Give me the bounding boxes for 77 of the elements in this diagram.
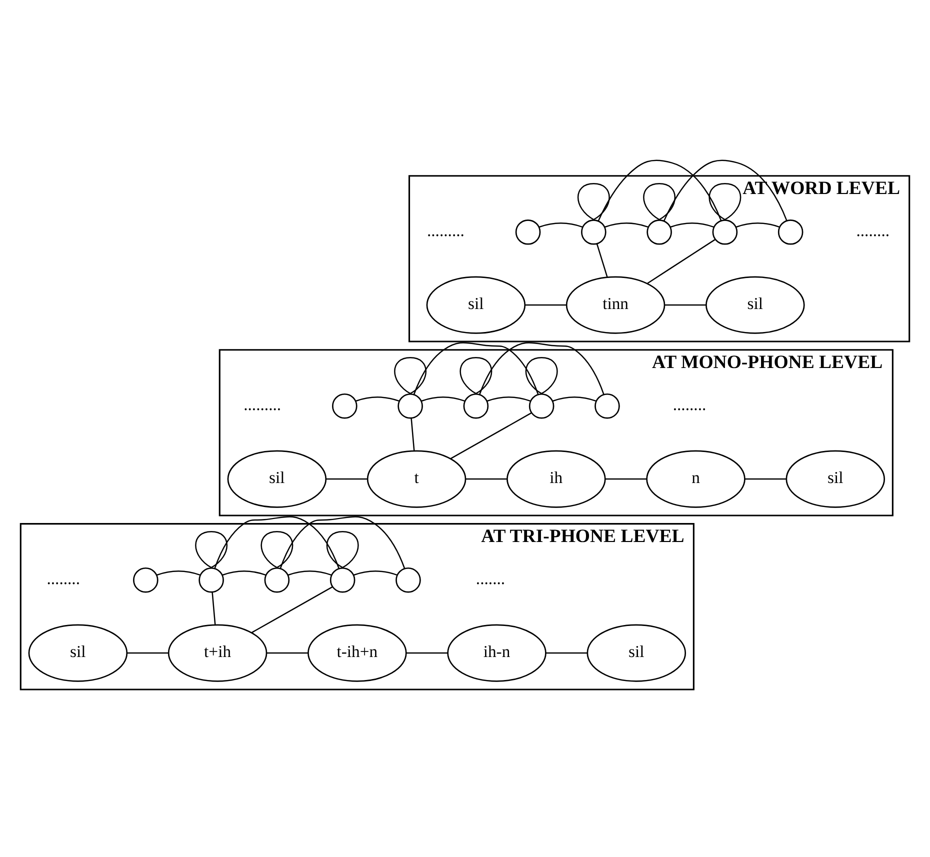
connector [525,356,558,394]
connector [604,222,648,228]
connector [736,222,780,228]
connector [354,570,398,576]
connector [260,530,294,568]
connector [647,238,716,284]
node-ellipse: sil [28,624,128,682]
node-circle [594,392,620,418]
node-ellipse: t+ih [168,624,268,682]
connector [546,652,588,654]
node-ellipse: sil [786,450,886,508]
label: ........ [46,568,80,588]
node-ellipse: sil [426,276,526,334]
node-circle [332,392,358,418]
connector [643,182,676,220]
node-circle [264,566,290,592]
label: ........ [856,220,890,240]
label: ......... [426,220,464,240]
node-ellipse: n [646,450,746,508]
node-circle [778,218,804,244]
node-circle [581,218,606,244]
connector [744,478,786,480]
node-ellipse: sil [227,450,327,508]
node-circle [198,566,224,592]
node-ellipse: sil [586,624,686,682]
connector [326,478,368,480]
connector [356,396,400,402]
connector [251,586,333,633]
connector [539,222,583,228]
node-circle [398,392,423,418]
connector [222,570,266,576]
connector [552,396,596,402]
node-circle [646,218,672,244]
connector [525,304,566,306]
connector [708,182,742,220]
connector [670,222,714,228]
node-circle [515,218,541,244]
connector [212,592,216,624]
node-circle [528,392,554,418]
label: ....... [476,568,506,588]
node-ellipse: ih [506,450,606,508]
connector [326,530,359,568]
connector [460,356,492,394]
node-circle [396,566,421,592]
connector [214,516,340,568]
connector [577,182,610,220]
connector [406,652,448,654]
connector [195,530,228,568]
connector [266,652,308,654]
connector [478,342,604,394]
node-circle [712,218,738,244]
connector [127,652,168,654]
node-ellipse: sil [706,276,805,334]
connector [450,412,532,459]
node-circle [463,392,489,418]
connector [664,304,706,306]
connector [487,396,531,402]
connector [421,396,466,402]
connector [288,570,332,576]
node-ellipse: tinn [566,276,666,334]
connector [664,159,788,220]
label: ........ [672,394,706,414]
node-ellipse: t [366,450,466,508]
connector [466,478,507,480]
connector [410,418,415,450]
node-circle [330,566,356,592]
connector [598,159,722,220]
connector [596,243,608,277]
node-ellipse: t-ih+n [308,624,407,682]
connector [413,342,539,394]
node-ellipse: ih-n [447,624,546,682]
connector [394,356,427,394]
connector [280,516,406,568]
connector [156,570,200,576]
label: ......... [244,394,282,414]
connector [605,478,647,480]
node-circle [133,566,158,592]
